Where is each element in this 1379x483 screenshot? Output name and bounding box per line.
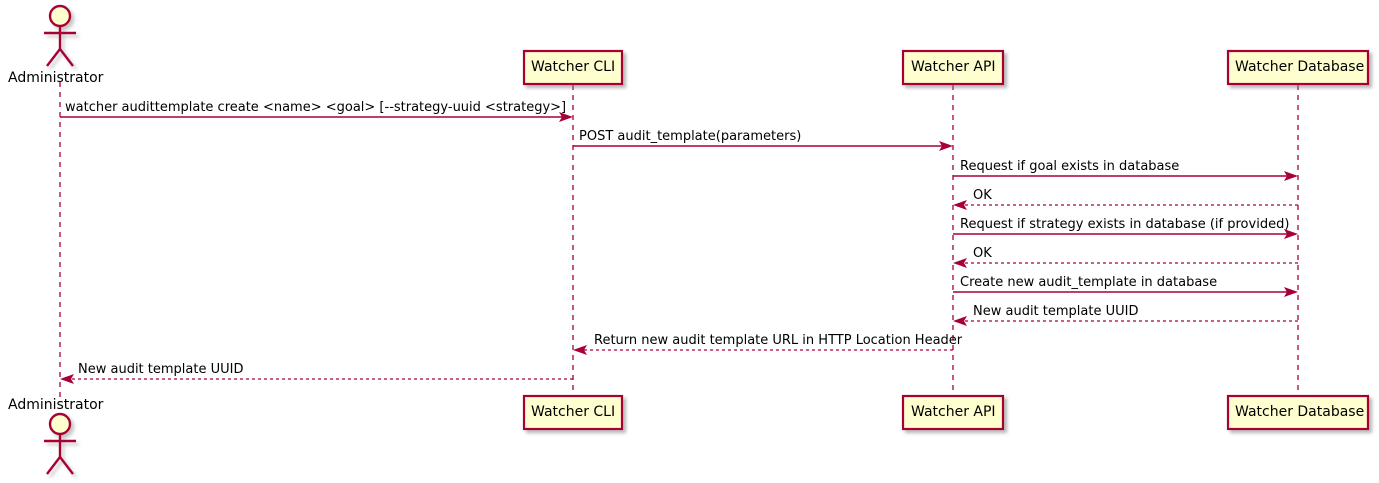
participant-box-watcher-cli-top	[522, 49, 624, 86]
message-arrow-6	[953, 258, 1298, 268]
message-arrow-4	[953, 200, 1298, 210]
participant-box-watcher-api-bottom	[901, 394, 1005, 431]
lifelines	[59, 82, 1299, 400]
message-arrow-5	[953, 229, 1298, 239]
participant-box-watcher-database-bottom	[1226, 394, 1370, 431]
message-arrow-8	[953, 316, 1298, 326]
message-arrow-1	[60, 112, 573, 122]
actor-administrator-top	[44, 4, 76, 67]
participant-boxes-bottom	[522, 394, 1370, 431]
message-arrow-7	[953, 287, 1298, 297]
message-arrow-3	[953, 171, 1298, 181]
participant-box-watcher-api-top	[901, 49, 1005, 86]
message-arrow-9	[573, 345, 953, 355]
participant-box-watcher-database-top	[1226, 49, 1370, 86]
message-arrow-2	[573, 141, 953, 151]
message-arrows	[60, 112, 1298, 384]
participant-boxes-top	[522, 49, 1370, 86]
participant-box-watcher-cli-bottom	[522, 394, 624, 431]
actor-administrator-bottom	[44, 412, 76, 475]
message-arrow-10	[60, 374, 573, 384]
